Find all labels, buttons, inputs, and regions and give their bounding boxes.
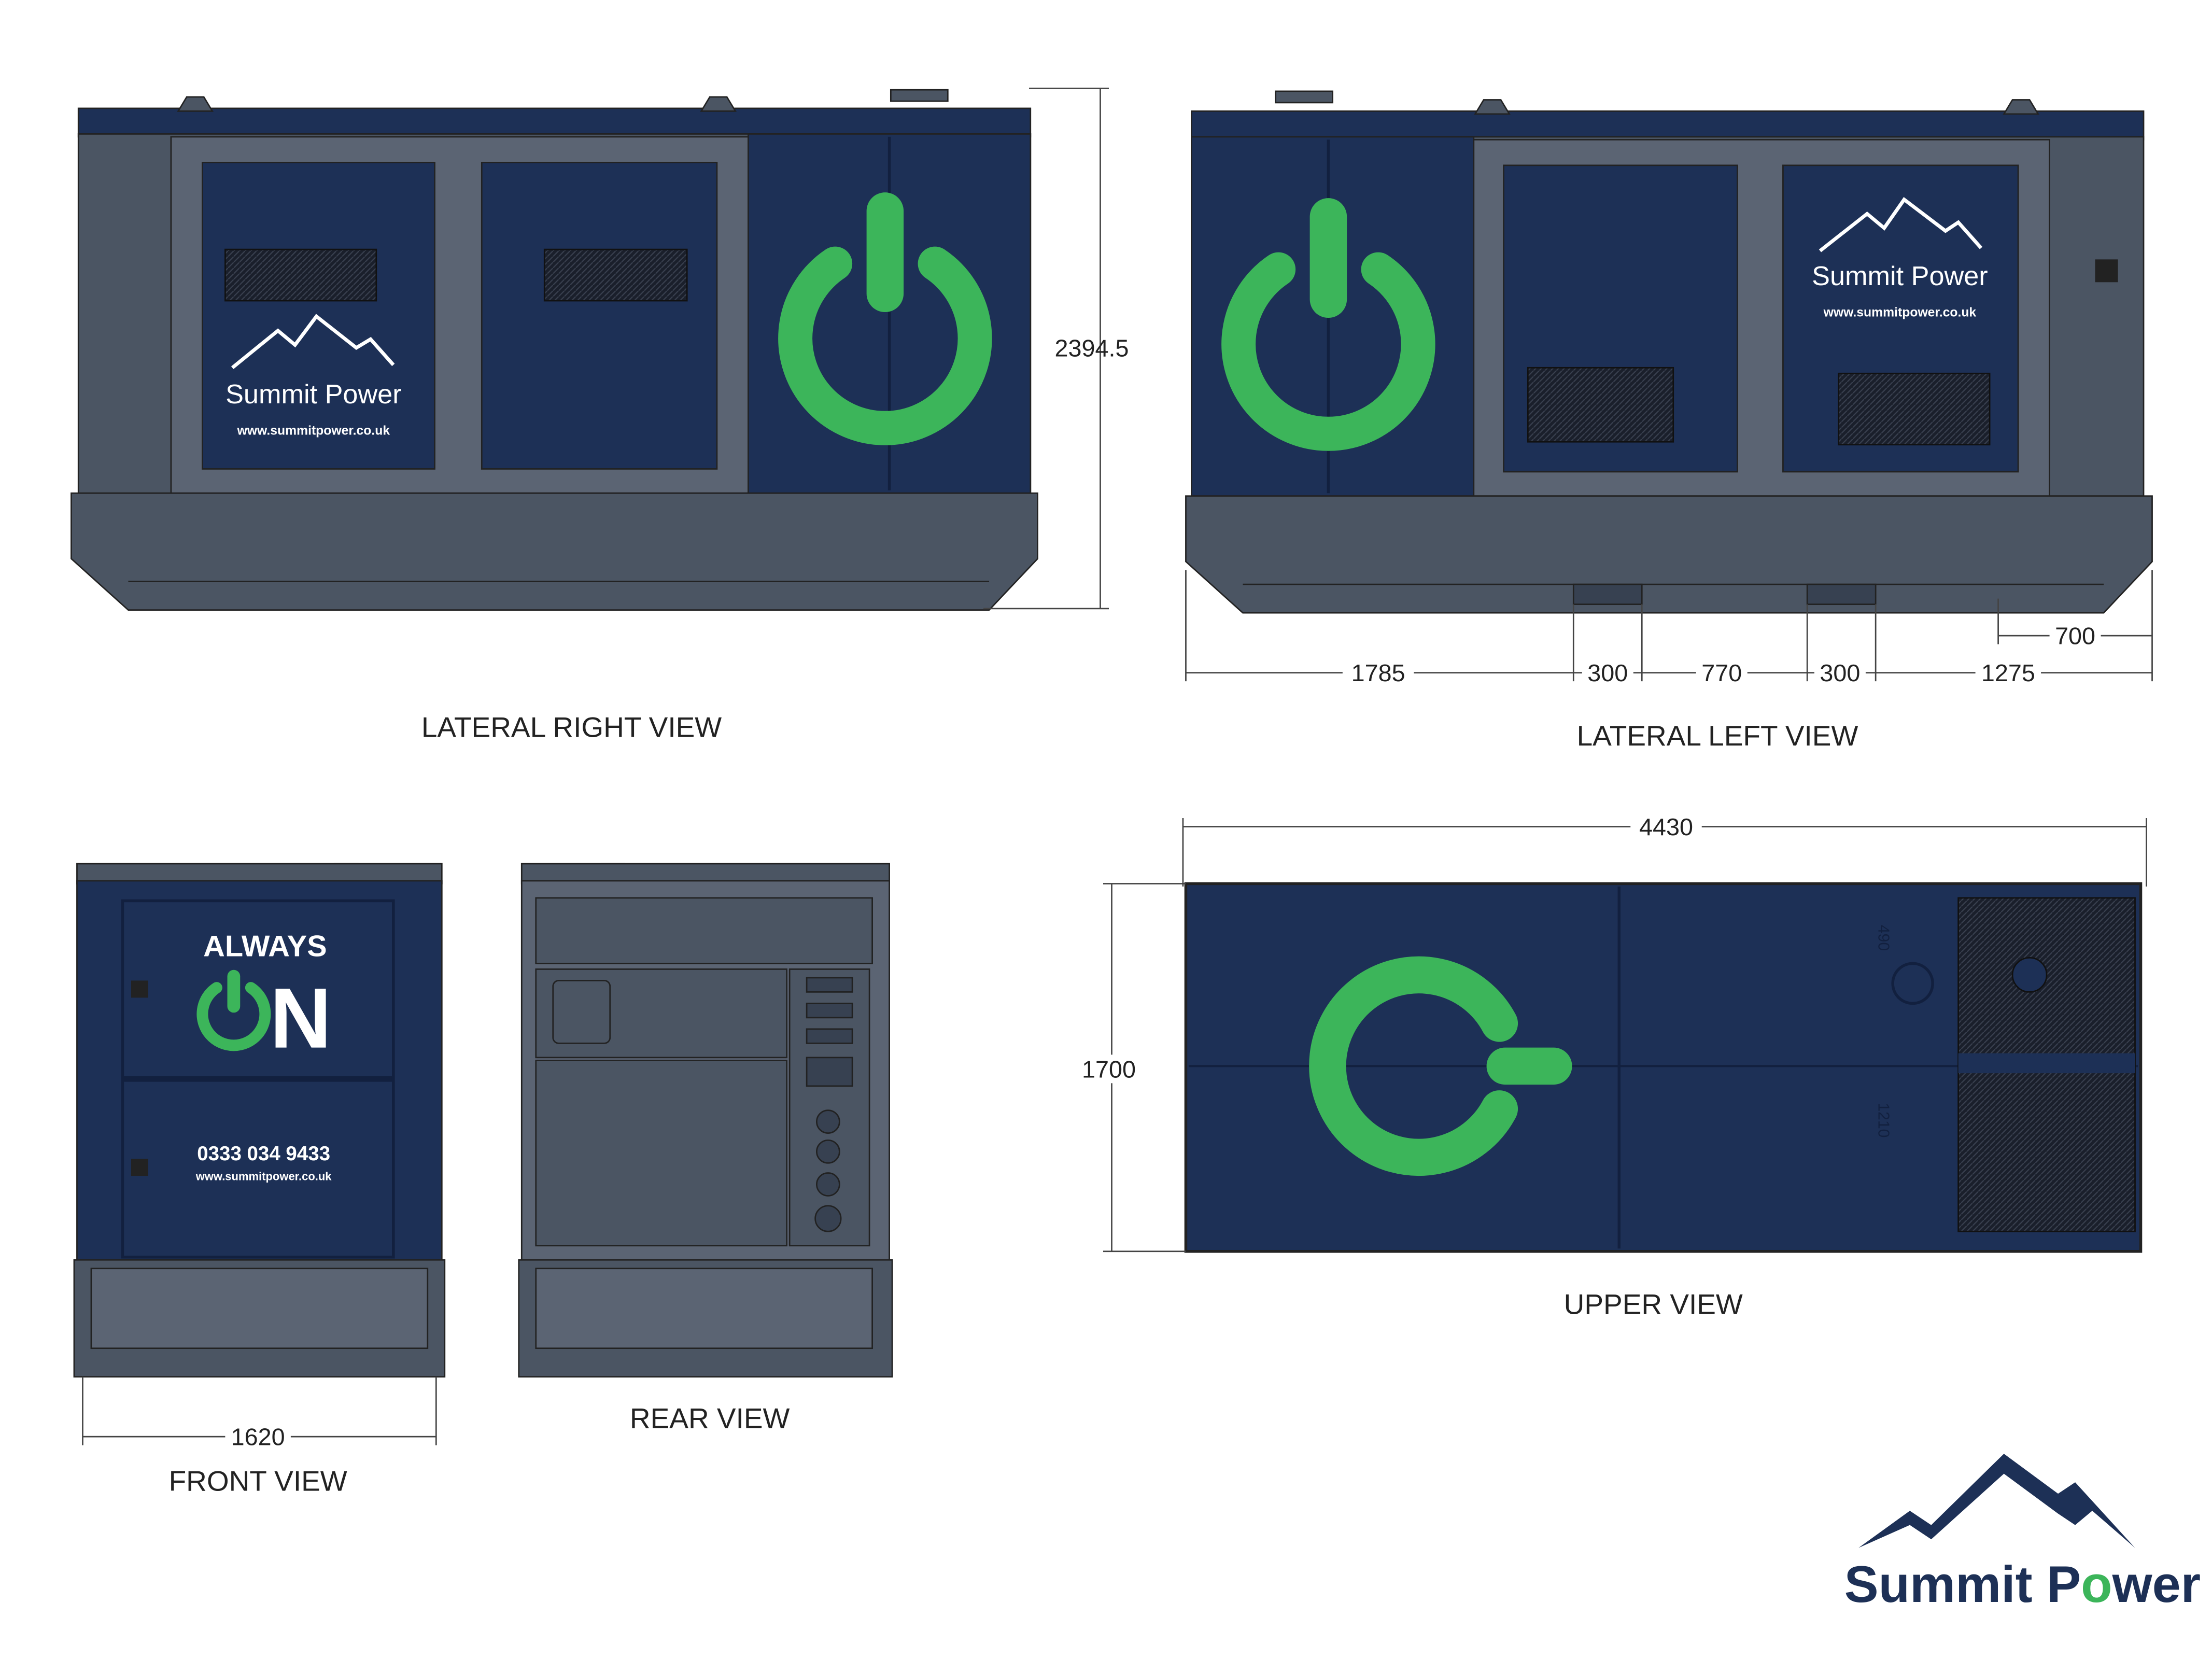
access-door <box>481 162 718 470</box>
dimension-segment: 1275 <box>1981 659 2035 686</box>
website-text: www.summitpower.co.uk <box>237 424 390 438</box>
power-icon <box>778 192 992 445</box>
summit-power-logo: Summit Power www.summitpower.co.uk <box>226 314 402 438</box>
control-panel-window <box>552 980 611 1044</box>
company-name-text: Summit Power <box>226 379 402 410</box>
dimension-inner: 1210 <box>1875 1103 1892 1137</box>
dimension-segment: 770 <box>1701 659 1742 686</box>
access-door <box>121 1079 395 1259</box>
view-title: LATERAL LEFT VIEW <box>1577 720 1858 752</box>
summit-power-logo: Summit Power www.summitpower.co.uk <box>1812 196 1988 319</box>
roof-panel <box>77 107 1032 138</box>
lower-access-panel <box>535 1059 788 1247</box>
view-title: UPPER VIEW <box>1564 1288 1743 1320</box>
power-icon <box>1309 956 1572 1176</box>
exhaust-outlet-icon <box>2011 957 2048 993</box>
summit-power-corner-logo: Summit Power <box>1844 1454 2201 1613</box>
emergency-stop-icon <box>2095 259 2118 283</box>
air-vent-grille <box>543 248 688 302</box>
dimension-segment: 300 <box>1820 659 1860 686</box>
control-panel-door <box>535 968 788 1059</box>
mountain-icon <box>1858 1454 2135 1548</box>
exhaust-cap-icon <box>1275 90 1334 104</box>
door-lock-icon <box>131 980 148 998</box>
front-view: ALWAYS N 0333 034 9433 www.summitpower.c… <box>73 863 446 1497</box>
lifting-eye-icon <box>1474 99 1511 115</box>
phone-number: 0333 034 9433 <box>197 1143 330 1165</box>
door-lock-icon <box>131 1159 148 1176</box>
lifting-eye-icon <box>700 96 737 112</box>
lifting-eye-icon <box>177 96 214 112</box>
website-text: www.summitpower.co.uk <box>1823 305 1977 319</box>
rear-view: REAR VIEW <box>518 863 893 1435</box>
lateral-left-view: Summit Power www.summitpower.co.uk 1785 … <box>1185 90 2153 752</box>
access-door <box>202 162 435 470</box>
lateral-right-view: Summit Power www.summitpower.co.uk 2394.… <box>71 88 1129 743</box>
base-frame <box>1185 495 2153 614</box>
air-vent-grille <box>224 248 377 302</box>
air-vent-grille <box>1527 367 1674 443</box>
view-title: REAR VIEW <box>630 1402 790 1435</box>
power-icon <box>1221 198 1435 451</box>
power-socket-icon <box>814 1205 842 1232</box>
dimension-width-front: 1620 <box>231 1424 285 1451</box>
filler-cap-icon <box>1891 962 1934 1005</box>
exhaust-cap-icon <box>890 89 949 102</box>
lifting-eye-icon <box>2003 99 2040 115</box>
dimension-inner: 490 <box>1875 925 1892 951</box>
dimension-width-top: 1700 <box>1082 1056 1136 1082</box>
view-title: LATERAL RIGHT VIEW <box>421 711 722 743</box>
always-text: ALWAYS <box>203 930 327 963</box>
dimension-segment: 700 <box>2055 623 2095 650</box>
power-socket-icon <box>816 1109 840 1134</box>
website-text: www.summitpower.co.uk <box>195 1170 332 1183</box>
air-vent-grille <box>1838 372 1991 446</box>
on-text: N <box>270 971 332 1066</box>
power-icon <box>196 969 271 1051</box>
base-frame <box>71 492 1038 611</box>
dimension-length: 4430 <box>1639 813 1693 840</box>
company-name-text: Summit Power <box>1812 261 1988 291</box>
power-socket-icon <box>816 1172 840 1197</box>
company-name-text: Summit Power <box>1844 1555 2201 1613</box>
forklift-pocket <box>1572 583 1643 606</box>
dimension-segment: 1785 <box>1351 659 1405 686</box>
forklift-pocket <box>1806 583 1877 606</box>
dimension-segment: 300 <box>1587 659 1628 686</box>
power-socket-icon <box>816 1139 840 1164</box>
view-title: FRONT VIEW <box>169 1465 347 1497</box>
dimension-height: 2394.5 <box>1055 334 1129 361</box>
upper-view: 490 1210 4430 1700 UPPER VIEW <box>1077 812 2147 1320</box>
